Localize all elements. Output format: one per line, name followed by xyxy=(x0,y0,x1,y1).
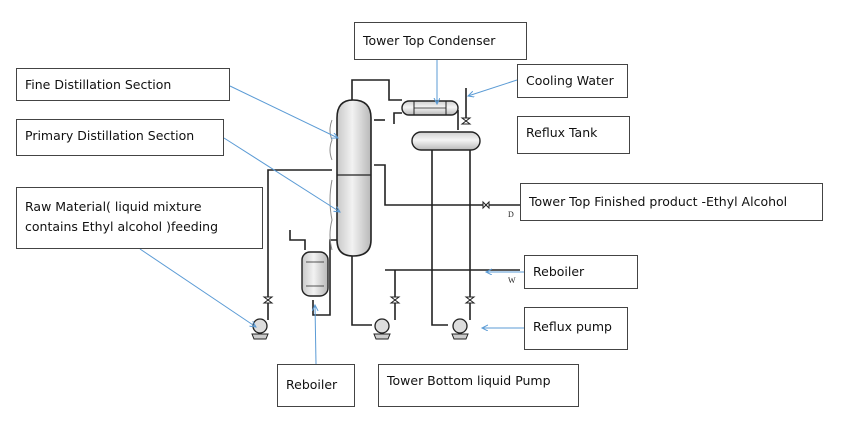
reboiler-right-label: Reboiler xyxy=(524,255,638,289)
fine-distillation-label: Fine Distillation Section xyxy=(16,68,230,101)
bottoms-mark: W xyxy=(508,276,516,285)
reflux-tank xyxy=(411,131,481,151)
raw-material-label: Raw Material( liquid mixture contains Et… xyxy=(16,187,263,249)
reboiler-exchanger xyxy=(301,251,329,297)
top-product-label: Tower Top Finished product -Ethyl Alcoho… xyxy=(520,183,823,221)
bottom-pump-text: Tower Bottom liquid Pump xyxy=(387,373,551,388)
cooling-water-label: Cooling Water xyxy=(517,64,628,98)
section-braces xyxy=(329,119,333,251)
primary-distillation-label: Primary Distillation Section xyxy=(16,119,224,156)
reflux-pump-label: Reflux pump xyxy=(524,307,628,350)
reflux-tank-label: Reflux Tank xyxy=(517,116,630,154)
leader-lines xyxy=(139,60,524,365)
process-piping xyxy=(267,79,520,326)
reflux-tank-text: Reflux Tank xyxy=(526,125,598,140)
reflux-pump xyxy=(451,318,469,340)
condenser xyxy=(401,100,459,116)
top-product-text: Tower Top Finished product -Ethyl Alcoho… xyxy=(529,194,788,209)
distillate-mark: D xyxy=(508,210,514,219)
raw-material-line1: Raw Material( liquid mixture xyxy=(25,199,202,214)
feed-pump xyxy=(251,318,269,340)
raw-material-line2: contains Ethyl alcohol )feeding xyxy=(25,219,219,234)
condenser-label: Tower Top Condenser xyxy=(354,22,527,60)
reflux-pump-text: Reflux pump xyxy=(533,319,612,334)
distillation-column xyxy=(336,99,372,257)
reboiler-bottom-label: Reboiler xyxy=(277,364,355,407)
bottom-pump xyxy=(373,318,391,340)
cooling-water-text: Cooling Water xyxy=(526,73,614,88)
valves xyxy=(262,117,490,304)
bottom-pump-label: Tower Bottom liquid Pump xyxy=(378,364,579,407)
fine-distillation-text: Fine Distillation Section xyxy=(25,77,172,92)
primary-distillation-text: Primary Distillation Section xyxy=(25,128,195,143)
condenser-text: Tower Top Condenser xyxy=(363,33,496,48)
reboiler-bottom-text: Reboiler xyxy=(286,377,338,392)
reboiler-right-text: Reboiler xyxy=(533,264,585,279)
